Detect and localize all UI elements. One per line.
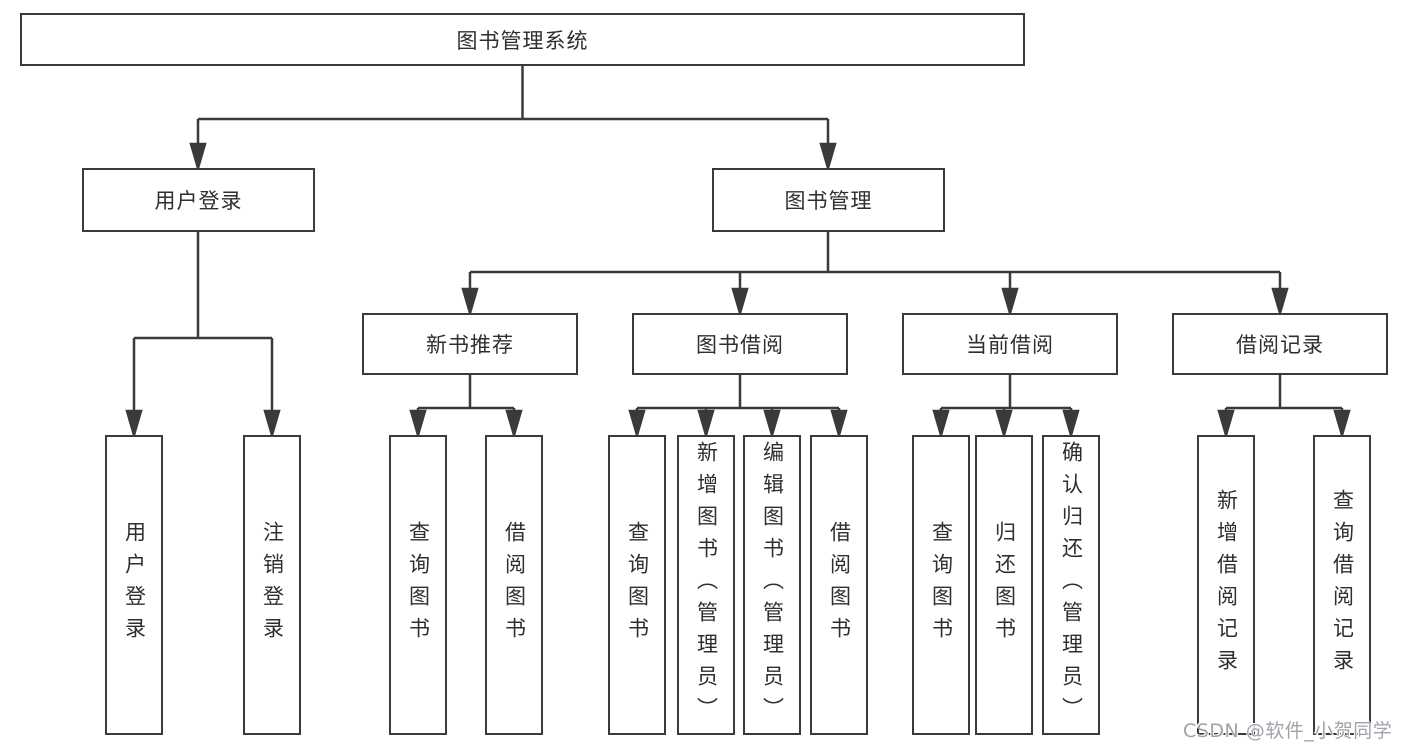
connector-book-mgmt-to-level3 (461, 232, 1289, 318)
leaf-bb-edit-book-admin: 编辑图书（管理员） (743, 435, 801, 735)
connector-current-borrow-branch (932, 375, 1080, 440)
node-new-book-recommend: 新书推荐 (362, 313, 578, 375)
connector-root-to-level2 (189, 66, 837, 173)
csdn-watermark: CSDN @软件_小贺同学 (1183, 720, 1393, 742)
leaf-user-login: 用户登录 (105, 435, 163, 735)
connector-borrow-record-branch (1217, 375, 1351, 440)
leaf-logout: 注销登录 (243, 435, 301, 735)
connector-user-login-branch (125, 232, 281, 440)
node-book-management: 图书管理 (712, 168, 945, 232)
leaf-br-add-record: 新增借阅记录 (1197, 435, 1255, 735)
leaf-nbr-query-book: 查询图书 (389, 435, 447, 735)
leaf-nbr-borrow-book: 借阅图书 (485, 435, 543, 735)
node-borrow-record: 借阅记录 (1172, 313, 1388, 375)
leaf-bb-borrow-book: 借阅图书 (810, 435, 868, 735)
connector-new-book-branch (409, 375, 523, 440)
node-book-borrow: 图书借阅 (632, 313, 848, 375)
node-current-borrow: 当前借阅 (902, 313, 1118, 375)
node-root-library-system: 图书管理系统 (20, 13, 1025, 66)
leaf-bb-add-book-admin: 新增图书（管理员） (677, 435, 735, 735)
connector-book-borrow-branch (628, 375, 848, 440)
node-user-login: 用户登录 (82, 168, 315, 232)
leaf-cb-return-book: 归还图书 (975, 435, 1033, 735)
leaf-bb-query-book: 查询图书 (608, 435, 666, 735)
leaf-br-query-record: 查询借阅记录 (1313, 435, 1371, 735)
leaf-cb-query-book: 查询图书 (912, 435, 970, 735)
leaf-cb-confirm-return-admin: 确认归还（管理员） (1042, 435, 1100, 735)
